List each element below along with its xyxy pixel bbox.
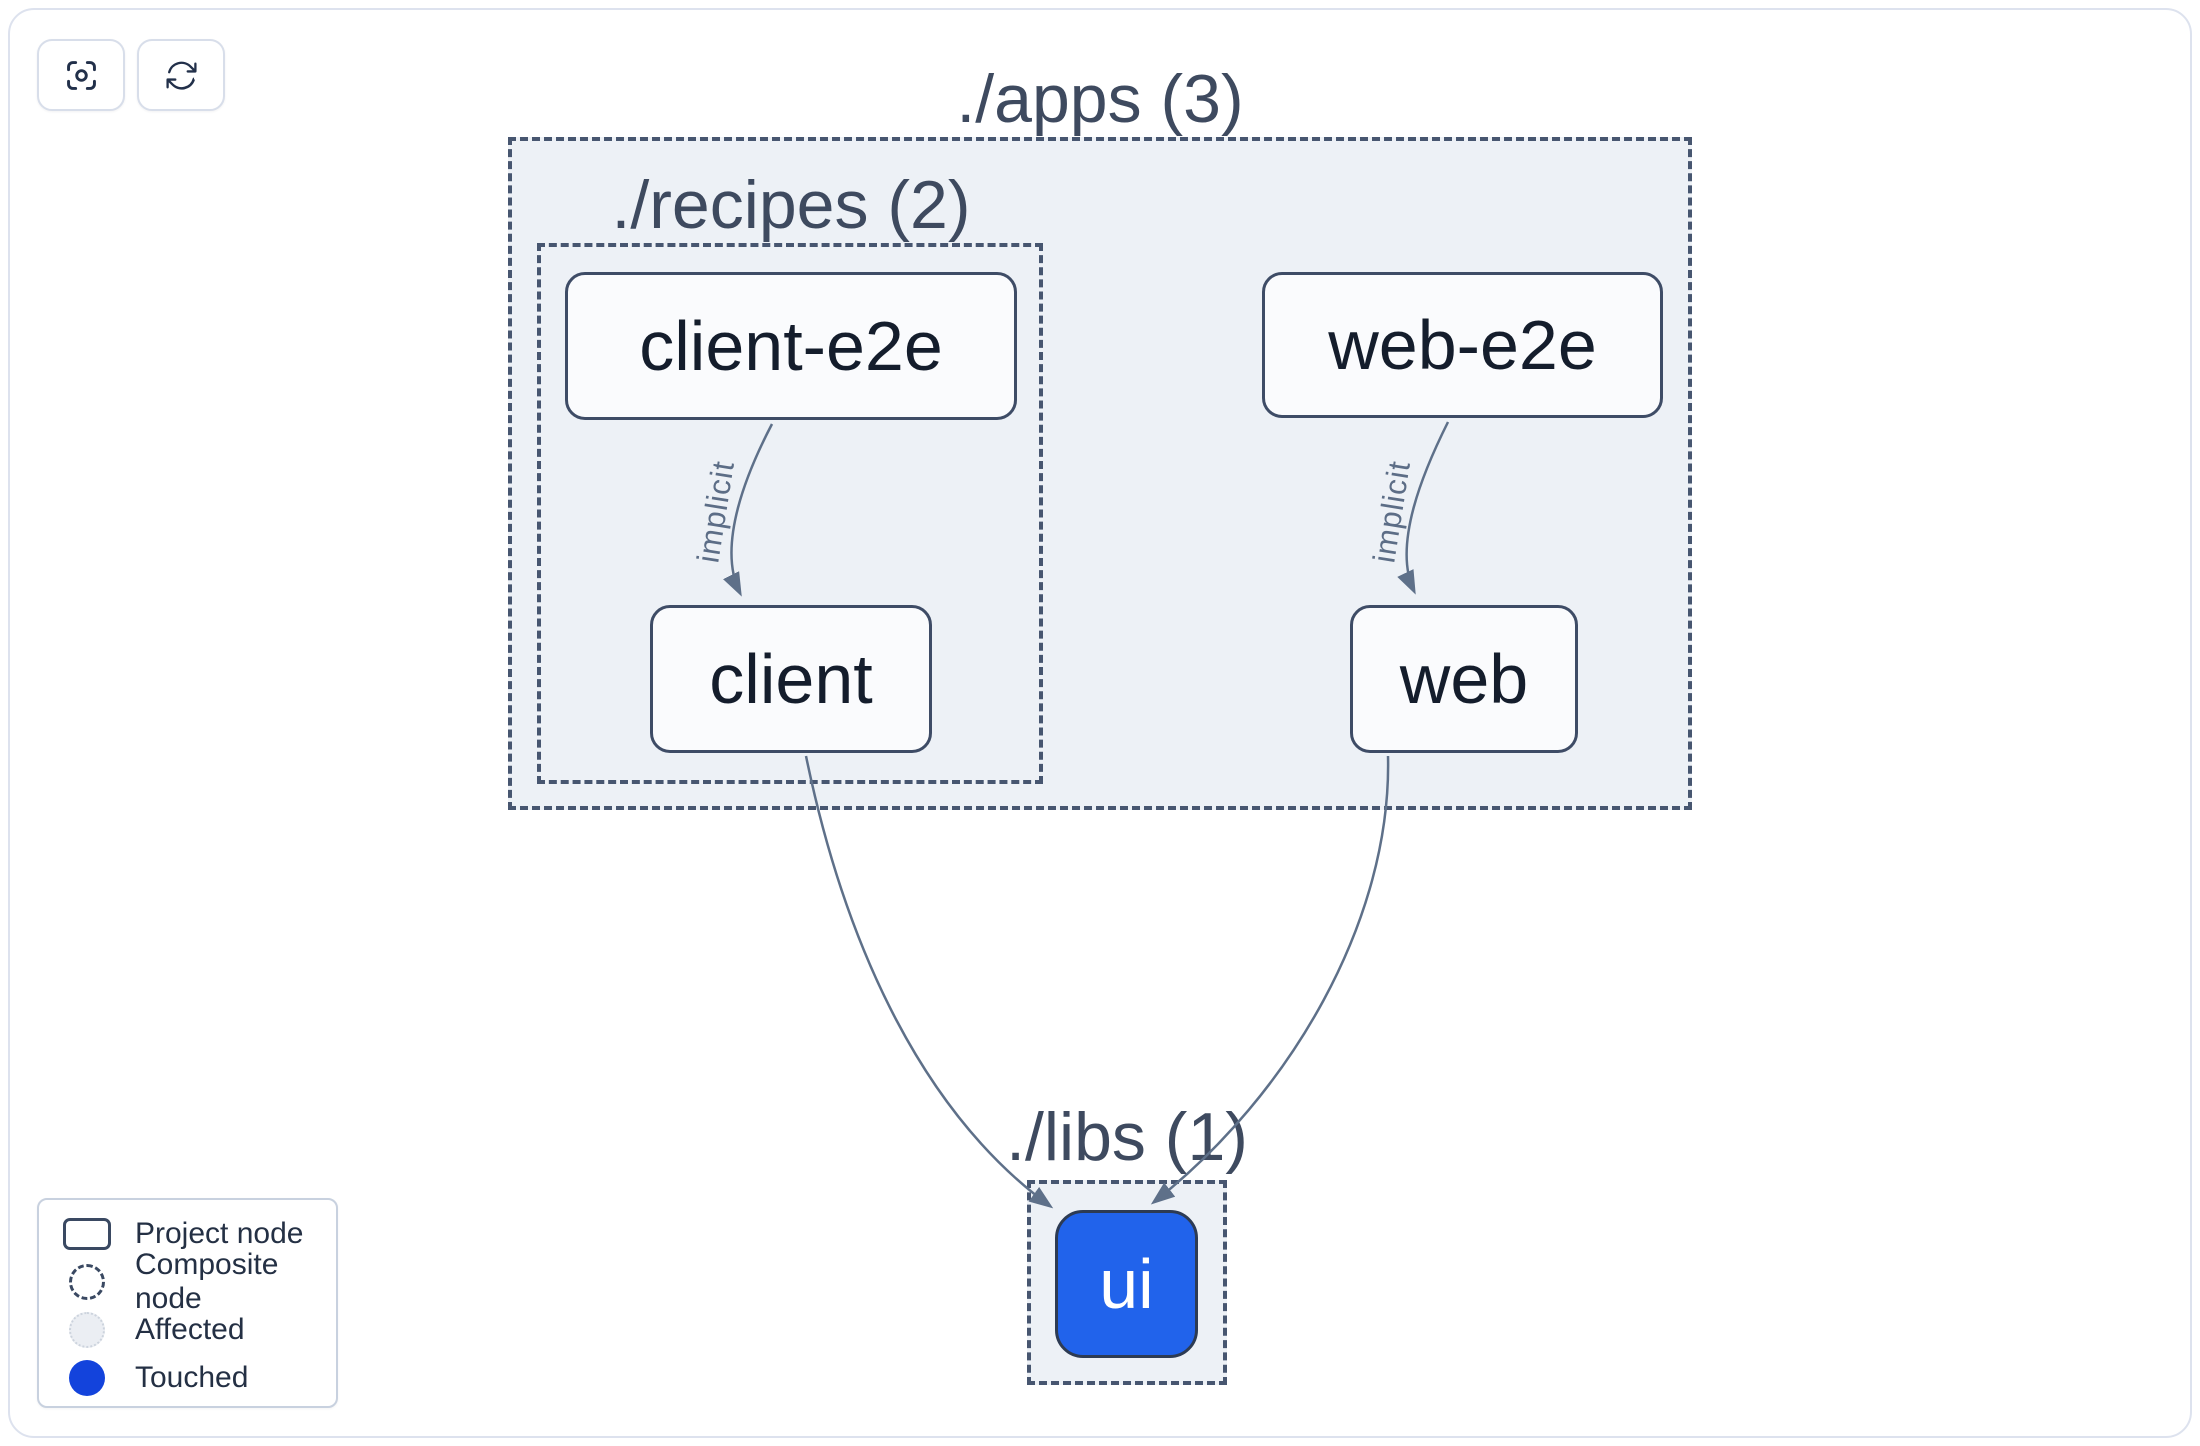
composite-label-libs: ./libs (1) xyxy=(1006,1099,1248,1175)
legend-label: Touched xyxy=(135,1361,249,1394)
legend-label: Affected xyxy=(135,1313,245,1346)
node-label: client-e2e xyxy=(639,307,943,385)
affected-node-icon xyxy=(69,1312,105,1348)
legend-label: Composite node xyxy=(135,1248,279,1315)
legend: Project node Composite node Affected Tou… xyxy=(37,1198,338,1408)
edge-client-to-ui xyxy=(804,755,1054,1209)
node-label: web xyxy=(1399,640,1529,718)
project-node-web[interactable]: web xyxy=(1350,605,1578,753)
composite-node-icon xyxy=(69,1264,105,1300)
edge-label-implicit-right: implicit xyxy=(1366,458,1417,565)
composite-label-apps: ./apps (3) xyxy=(956,61,1244,137)
composite-label-recipes: ./recipes (2) xyxy=(611,167,971,243)
edge-client-e2e-to-client xyxy=(723,423,774,597)
legend-row-touched: Touched xyxy=(39,1354,336,1402)
focus-icon xyxy=(63,57,100,94)
focus-graph-button[interactable] xyxy=(37,39,125,111)
edge-web-to-ui xyxy=(1150,755,1390,1205)
project-node-icon xyxy=(63,1218,111,1250)
project-node-client[interactable]: client xyxy=(650,605,932,753)
edge-label-implicit-left: implicit xyxy=(690,458,741,565)
legend-row-composite-node: Composite node xyxy=(39,1248,336,1315)
project-node-client-e2e[interactable]: client-e2e xyxy=(565,272,1017,420)
project-node-web-e2e[interactable]: web-e2e xyxy=(1262,272,1663,418)
composite-node-recipes[interactable] xyxy=(537,243,1043,784)
legend-label: Project node xyxy=(135,1217,304,1250)
edge-web-e2e-to-web xyxy=(1397,421,1450,595)
legend-row-project-node: Project node xyxy=(39,1210,336,1258)
project-node-ui-touched[interactable]: ui xyxy=(1055,1210,1198,1358)
touched-node-icon xyxy=(69,1360,105,1396)
node-label: ui xyxy=(1099,1245,1154,1323)
node-label: web-e2e xyxy=(1328,306,1597,384)
legend-row-affected: Affected xyxy=(39,1306,336,1354)
node-label: client xyxy=(709,640,873,718)
refresh-graph-button[interactable] xyxy=(137,39,225,111)
